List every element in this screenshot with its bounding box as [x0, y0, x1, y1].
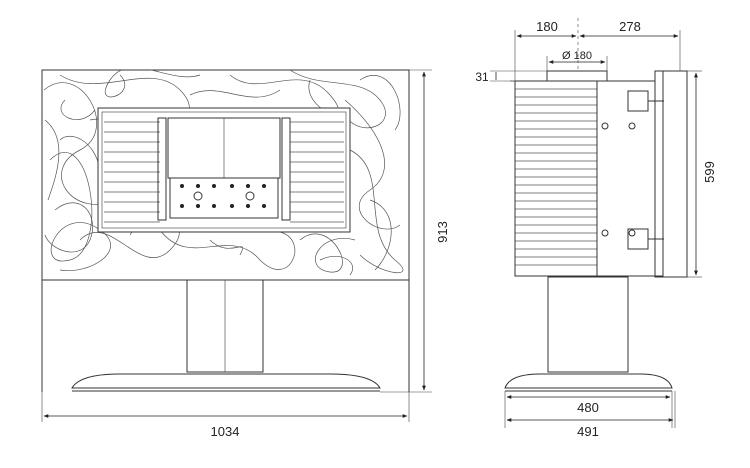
front-left-slats — [104, 121, 160, 223]
side-ribs — [515, 88, 597, 266]
dim-front-width: 1034 — [211, 424, 240, 439]
front-base — [71, 373, 381, 389]
front-view — [41, 69, 410, 392]
side-door-panel — [596, 80, 656, 277]
dim-flue-collar: 31 — [475, 70, 489, 84]
side-base — [504, 373, 673, 389]
front-grate-bolts — [180, 184, 266, 208]
dim-base-depth-outer: 491 — [577, 424, 599, 439]
side-ribbed-body — [514, 80, 598, 277]
front-dimensions: 1034 913 — [41, 69, 450, 439]
dim-base-depth-inner: 480 — [577, 400, 599, 415]
front-grate — [169, 177, 279, 219]
side-pedestal — [547, 276, 629, 373]
dim-side-flue-offset: 180 — [536, 19, 558, 34]
front-right-slats — [290, 121, 344, 223]
side-front-plate — [654, 70, 664, 278]
dim-side-body-height: 599 — [702, 161, 717, 183]
dim-flue-diameter: Ø 180 — [562, 50, 592, 62]
dim-side-depth-top: 278 — [619, 19, 641, 34]
dim-front-height: 913 — [435, 221, 450, 243]
side-flue-collar — [546, 70, 608, 82]
side-view — [504, 18, 688, 392]
side-dimensions: 180 278 Ø 180 31 599 480 491 — [475, 19, 717, 439]
